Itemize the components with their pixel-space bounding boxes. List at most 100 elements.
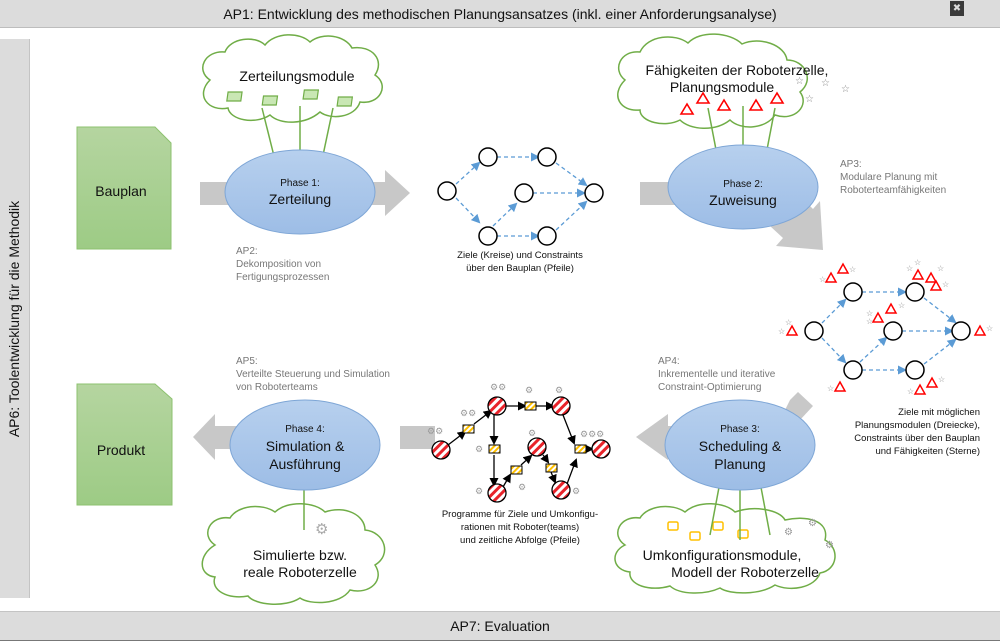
wp-line: Fertigungsprozessen: [236, 272, 329, 283]
program-node: [527, 437, 547, 457]
star-icon: ☆: [937, 264, 944, 273]
phase-4: Phase 4: Simulation & Ausführung: [229, 399, 381, 491]
robot-icon: ⚙: [825, 540, 834, 551]
module-box-icon: [302, 89, 320, 100]
fullscreen-icon[interactable]: ✖: [950, 1, 964, 16]
goal-node: [905, 282, 925, 302]
star-icon: ☆: [849, 265, 856, 274]
cloud-label: Fähigkeiten der Roboterzelle,: [646, 62, 829, 78]
reconfig-module-icon: [689, 531, 701, 541]
wp-line: Modulare Planung mit: [840, 172, 937, 183]
phase-1: Phase 1: Zerteilung: [224, 149, 376, 235]
graph-caption: Planungsmodulen (Dreiecke),: [855, 420, 980, 431]
phase-caption: Phase 2:: [723, 179, 762, 190]
star-icon: ☆: [906, 264, 913, 273]
graph-caption: Constraints über den Bauplan: [854, 433, 980, 444]
wp-line: Verteilte Steuerung und Simulation: [236, 369, 390, 380]
graph-caption: Ziele (Kreise) und Constraints: [457, 250, 583, 261]
reconfig-module-icon: [712, 521, 724, 531]
graph-goals: Ziele (Kreise) und Constraints über den …: [437, 147, 604, 274]
robot-icon: ⚙: [528, 428, 536, 438]
sidebar-ap6: AP6: Toolentwicklung für die Methodik: [0, 39, 30, 598]
graph-caption: Ziele mit möglichen: [898, 407, 980, 418]
program-node: [591, 439, 611, 459]
star-icon: ☆: [778, 327, 785, 336]
triangle-icon: [824, 271, 838, 283]
triangle-icon: [973, 324, 987, 336]
star-icon: ☆: [821, 78, 830, 89]
cloud-label: Planungsmodule: [670, 79, 775, 95]
triangle-icon: [679, 102, 695, 115]
star-icon: ☆: [805, 94, 814, 105]
star-icon: ☆: [907, 387, 914, 396]
goal-node: [478, 226, 498, 246]
robot-icon: ⚙⚙⚙: [580, 429, 604, 439]
goal-node: [478, 147, 498, 167]
work-package-ap3: AP3: Modulare Planung mit Roboterteamfäh…: [840, 159, 946, 196]
goal-node: [951, 321, 971, 341]
phase-caption: Phase 1:: [280, 178, 319, 189]
reconfig-step: [488, 444, 501, 454]
triangle-icon: [836, 262, 850, 274]
graph-caption: rationen mit Roboter(teams): [461, 522, 579, 533]
star-icon: ☆: [827, 384, 834, 393]
robot-icon: ⚙⚙: [490, 382, 506, 392]
flow-arrow-7: [400, 426, 435, 449]
star-icon: ☆: [914, 258, 921, 267]
triangle-icon: [695, 91, 711, 104]
robot-icon: ⚙⚙: [427, 426, 443, 436]
wp-title: AP5:: [236, 356, 258, 367]
phase-title: Scheduling &: [699, 438, 782, 454]
wp-title: AP2:: [236, 246, 258, 257]
star-icon: ☆: [942, 280, 949, 289]
cloud-label: Zerteilungsmodule: [239, 68, 354, 84]
graph-caption: Programme für Ziele und Umkonfigu-: [442, 509, 598, 520]
graph-caption: über den Bauplan (Pfeile): [466, 263, 574, 274]
flow-arrow-8: [193, 414, 240, 460]
phase-caption: Phase 4:: [285, 424, 324, 435]
star-icon: ☆: [938, 375, 945, 384]
triangle-icon: [716, 98, 732, 111]
phase-3: Phase 3: Scheduling & Planung: [664, 399, 816, 491]
work-package-ap2: AP2: Dekomposition von Fertigungsprozess…: [236, 246, 329, 283]
star-icon: ☆: [819, 275, 826, 284]
program-node: [551, 480, 571, 500]
goal-node: [905, 360, 925, 380]
wp-line: von Roboterteams: [236, 382, 318, 393]
work-package-ap4: AP4: Inkrementelle und iterative Constra…: [658, 356, 776, 393]
star-icon: ☆: [795, 76, 804, 87]
wp-line: Roboterteamfähigkeiten: [840, 185, 946, 196]
work-package-ap5: AP5: Verteilte Steuerung und Simulation …: [236, 356, 390, 393]
document-produkt: Produkt: [76, 383, 173, 506]
reconfig-module-icon: [667, 521, 679, 531]
flow-arrow-4: [770, 196, 823, 250]
goal-node: [514, 183, 534, 203]
star-icon: ☆: [866, 309, 873, 318]
goal-node: [883, 321, 903, 341]
header-bar: AP1: Entwicklung des methodischen Planun…: [0, 0, 1000, 28]
triangle-icon: [884, 302, 898, 314]
wp-line: Constraint-Optimierung: [658, 382, 761, 393]
robot-icon: ⚙: [808, 518, 817, 529]
wp-line: Inkrementelle und iterative: [658, 369, 776, 380]
document-produkt-label: Produkt: [97, 442, 145, 458]
reconfig-step: [524, 401, 537, 411]
triangle-icon: [748, 98, 764, 111]
cloud-zerteilungsmodule: Zerteilungsmodule: [202, 34, 383, 162]
triangle-icon: [769, 91, 785, 104]
goal-node: [804, 321, 824, 341]
cloud-roboterzelle: Simulierte bzw. reale Roboterzelle ⚙: [201, 482, 386, 605]
star-icon: ☆: [986, 324, 993, 333]
module-box-icon: [336, 96, 354, 107]
star-icon: ☆: [841, 84, 850, 95]
graph-caption: und Fähigkeiten (Sterne): [875, 446, 980, 457]
robot-icon: ⚙: [555, 385, 563, 395]
triangle-icon: [833, 380, 847, 392]
wp-title: AP4:: [658, 356, 680, 367]
flow-arrow-2: [370, 170, 410, 216]
star-icon: ☆: [898, 301, 905, 310]
flow-arrow-3: [640, 182, 675, 205]
reconfig-step: [545, 463, 558, 473]
phase-title: Ausführung: [269, 456, 341, 472]
